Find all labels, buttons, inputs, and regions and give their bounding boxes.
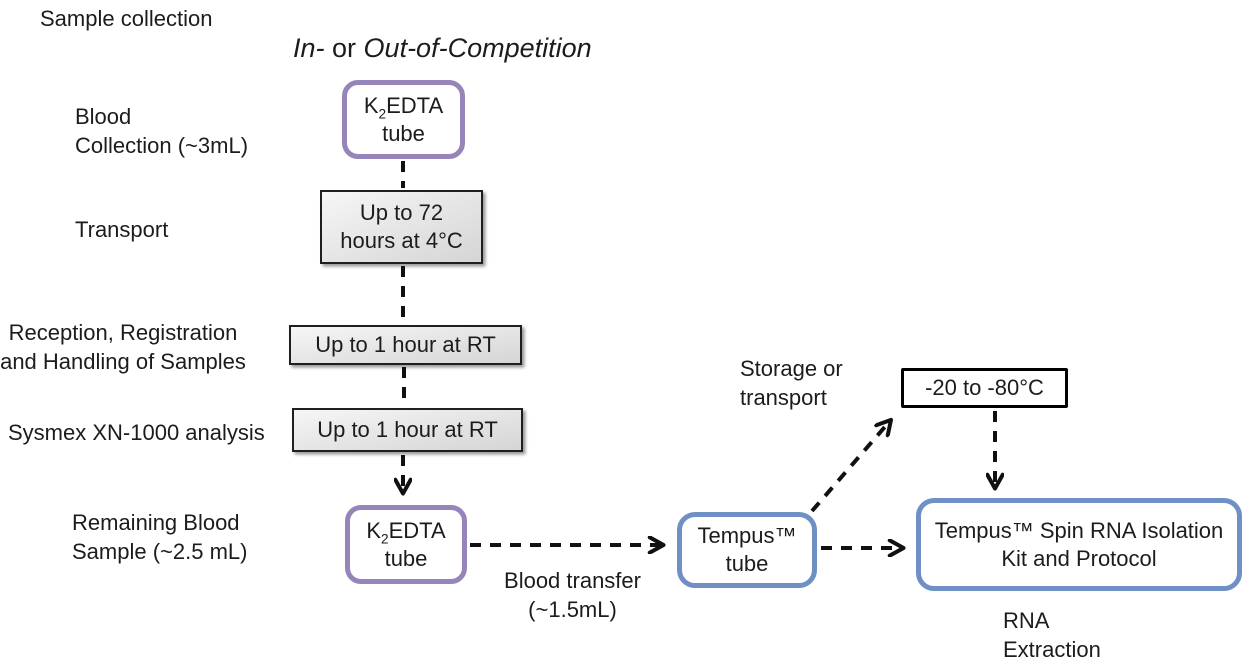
kedta-tube-box-top: K2EDTA tube bbox=[342, 80, 465, 159]
kedta-line2: tube bbox=[384, 545, 428, 571]
stage-label-blood-collection: Blood Collection (~3mL) bbox=[75, 102, 248, 160]
annotation-line: (~1.5mL) bbox=[528, 597, 617, 622]
stage-label-transport: Transport bbox=[75, 215, 168, 244]
annotation-line: Extraction bbox=[1003, 637, 1101, 657]
kedta-line1: K2EDTA bbox=[366, 517, 446, 546]
annotation-line: Blood transfer bbox=[504, 568, 641, 593]
stage-label-line: Sysmex XN-1000 analysis bbox=[8, 420, 265, 445]
annotation-line: Storage or bbox=[740, 356, 843, 381]
isolation-kit-line: Tempus™ Spin RNA Isolation bbox=[934, 517, 1224, 543]
tempus-tube-line: tube bbox=[725, 551, 769, 576]
transport-time-box: Up to 72 hours at 4°C bbox=[320, 190, 483, 264]
tempus-tube-box: Tempus™ tube bbox=[677, 512, 817, 588]
annotation-rna-extraction: RNA Extraction bbox=[1003, 606, 1101, 657]
page-title: In- or Out-of-Competition bbox=[263, 0, 592, 96]
kedta-line1: K2EDTA bbox=[363, 92, 444, 121]
analysis-time-box: Up to 1 hour at RT bbox=[292, 408, 523, 452]
stage-label-line: and Handling of Samples bbox=[0, 349, 246, 374]
stage-label-line: Transport bbox=[75, 217, 169, 242]
annotation-line: transport bbox=[740, 385, 827, 410]
title-part-competition: Out-of-Competition bbox=[363, 33, 592, 63]
isolation-kit-line: Kit and Protocol bbox=[1001, 545, 1157, 571]
title-part-in: In- bbox=[293, 33, 325, 63]
kedta-tube-box-bottom: K2EDTA tube bbox=[345, 505, 467, 584]
stage-label-line: Blood bbox=[75, 104, 132, 129]
freezer-temperature-box: -20 to -80°C bbox=[901, 368, 1068, 408]
connector-tempus-to-freezer-arrow bbox=[810, 421, 890, 513]
stage-label-line: Sample (~2.5 mL) bbox=[72, 539, 248, 564]
stage-label-remaining-blood: Remaining Blood Sample (~2.5 mL) bbox=[72, 508, 247, 566]
annotation-line: RNA bbox=[1003, 608, 1050, 633]
kedta-edta: EDTA bbox=[386, 92, 444, 118]
kedta-subscript: 2 bbox=[378, 105, 387, 121]
analysis-time-text: Up to 1 hour at RT bbox=[317, 417, 498, 442]
reception-time-text: Up to 1 hour at RT bbox=[315, 332, 496, 357]
tempus-tube-line: Tempus™ bbox=[697, 523, 797, 548]
annotation-storage-or-transport: Storage or transport bbox=[740, 354, 843, 412]
title-part-or: or bbox=[324, 33, 364, 63]
kedta-subscript: 2 bbox=[381, 530, 389, 546]
stage-label-line: Reception, Registration bbox=[8, 320, 238, 345]
kedta-edta: EDTA bbox=[388, 517, 446, 543]
kedta-line2: tube bbox=[382, 120, 425, 146]
stage-label-sysmex: Sysmex XN-1000 analysis bbox=[8, 418, 265, 447]
stage-label-line: Collection (~3mL) bbox=[75, 133, 249, 158]
stage-label-sample-collection: Sample collection bbox=[40, 6, 213, 31]
kedta-k: K bbox=[363, 92, 379, 118]
stage-label-reception: Reception, Registration and Handling of … bbox=[0, 318, 246, 376]
reception-time-box: Up to 1 hour at RT bbox=[289, 325, 522, 365]
transport-time-line: Up to 72 bbox=[359, 200, 444, 225]
freezer-temperature-text: -20 to -80°C bbox=[925, 375, 1044, 400]
annotation-blood-transfer: Blood transfer (~1.5mL) bbox=[470, 566, 675, 624]
transport-time-line: hours at 4°C bbox=[340, 228, 463, 253]
isolation-kit-box: Tempus™ Spin RNA Isolation Kit and Proto… bbox=[916, 498, 1242, 591]
kedta-k: K bbox=[366, 517, 382, 543]
stage-label-line: Remaining Blood bbox=[72, 510, 240, 535]
